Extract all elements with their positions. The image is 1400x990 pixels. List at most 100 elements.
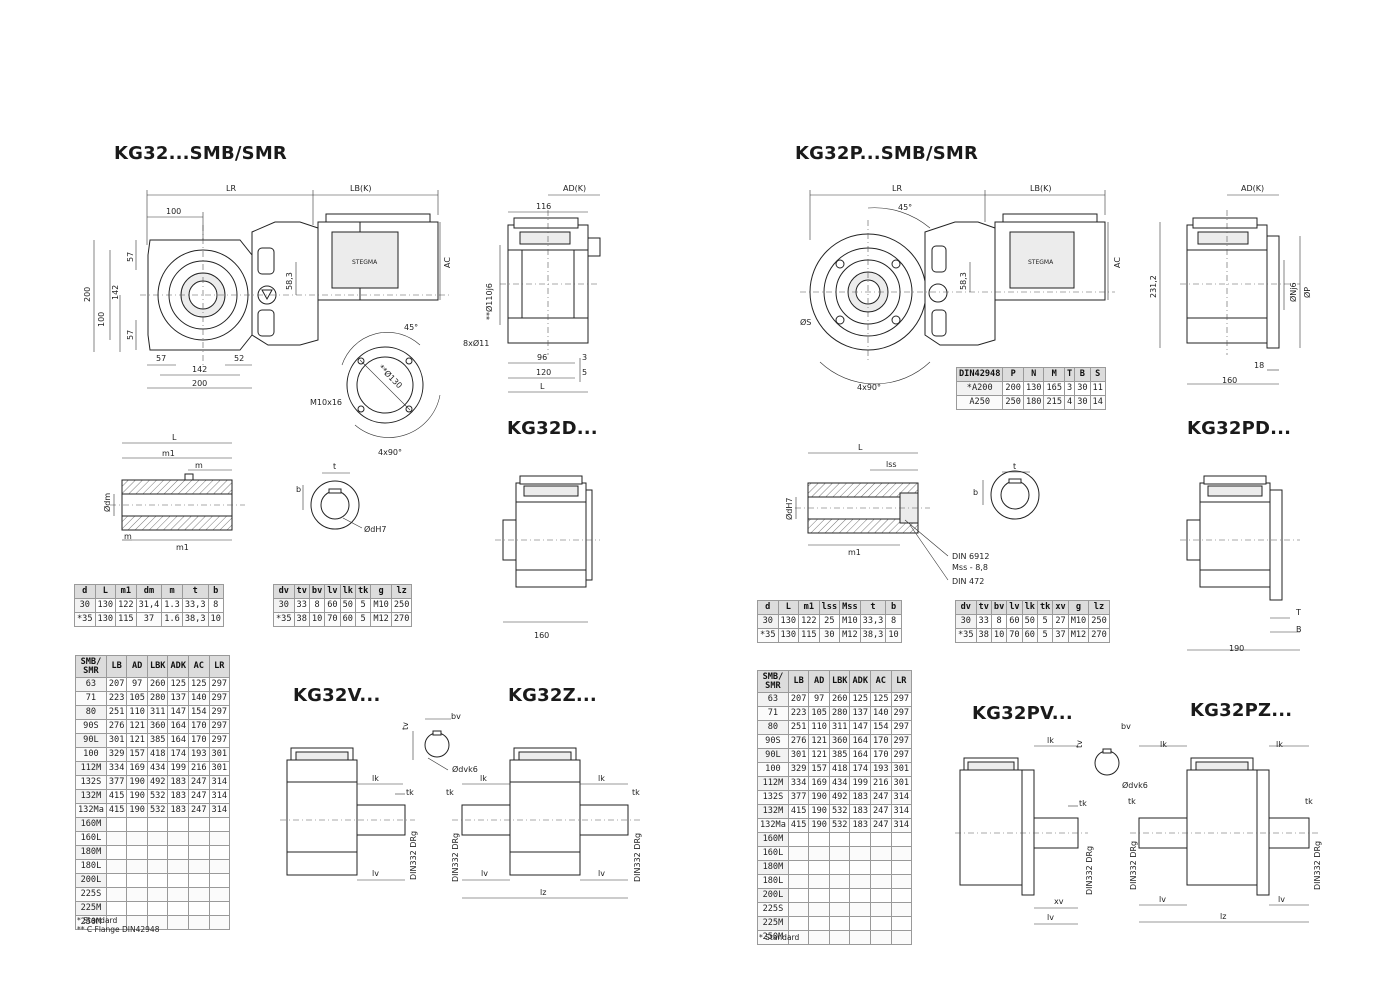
right-dimension-labels: LR LB(K) AD(K) AC 45° 58,3 ØS 4x90° 231,… bbox=[784, 184, 1322, 922]
table-cell: 130 bbox=[777, 628, 800, 643]
table-cell: 270 bbox=[1088, 628, 1110, 643]
table-cell: 38 bbox=[975, 628, 992, 643]
table-cell: 160L bbox=[75, 831, 107, 847]
table-header-cell: S bbox=[1089, 367, 1106, 382]
table-cell: 174 bbox=[849, 762, 871, 778]
table-cell: 90L bbox=[757, 748, 789, 764]
table-cell: 105 bbox=[126, 691, 148, 707]
label-z-din2: DIN332 DRg bbox=[633, 833, 642, 882]
table-cell bbox=[126, 817, 148, 833]
table-cell: 132Ma bbox=[757, 818, 789, 834]
table-cell bbox=[849, 846, 871, 862]
label-45deg: 45° bbox=[404, 323, 418, 332]
table-cell bbox=[188, 859, 210, 875]
label-hub-t: t bbox=[333, 462, 336, 471]
table-header-cell: M bbox=[1043, 367, 1065, 382]
right-hub-view bbox=[982, 470, 1040, 520]
right-front-view: STEGMA bbox=[800, 207, 1115, 385]
table-header-cell: dv bbox=[955, 600, 977, 615]
table-cell: 174 bbox=[167, 747, 189, 763]
table-cell bbox=[105, 873, 128, 889]
right-pd-view bbox=[1180, 475, 1300, 651]
table-cell: 200L bbox=[75, 873, 107, 889]
table-cell bbox=[126, 845, 148, 861]
table-cell: 334 bbox=[105, 761, 128, 777]
table-cell bbox=[870, 930, 892, 946]
label-d-160: 160 bbox=[534, 631, 549, 640]
table-cell: 8 bbox=[990, 614, 1008, 629]
label-r-ac: AC bbox=[1113, 257, 1122, 268]
table-cell: 297 bbox=[208, 733, 231, 749]
label-r-pz-tk2: tk bbox=[1305, 797, 1313, 806]
table-cell bbox=[208, 901, 231, 917]
table-cell: 1.6 bbox=[161, 612, 183, 627]
table-cell bbox=[849, 860, 871, 876]
table-cell bbox=[828, 888, 851, 904]
table-cell: 190 bbox=[808, 790, 830, 806]
label-100: 100 bbox=[166, 207, 181, 216]
table-cell: 314 bbox=[208, 775, 231, 791]
table-cell: 60 bbox=[1021, 628, 1038, 643]
table-cell: *35 bbox=[273, 612, 295, 627]
table-cell: 170 bbox=[870, 748, 892, 764]
table-cell: M10 bbox=[839, 614, 861, 629]
table-cell: 1.3 bbox=[161, 598, 183, 613]
table-cell: 190 bbox=[808, 818, 830, 834]
table-header-cell: L bbox=[94, 584, 117, 599]
table-cell: 100 bbox=[75, 747, 107, 763]
label-v-lk: lk bbox=[372, 774, 379, 783]
table-cell: 164 bbox=[167, 733, 189, 749]
right-pz-view bbox=[1130, 757, 1320, 896]
table-header-cell: Mss bbox=[839, 600, 861, 615]
label-z-din1: DIN332 DRg bbox=[451, 833, 460, 882]
table-cell: 180 bbox=[1022, 395, 1045, 410]
table-header-cell: t bbox=[859, 600, 887, 615]
table-header-cell: AD bbox=[126, 654, 148, 679]
table-header-cell: d bbox=[74, 584, 96, 599]
left-main-heading: KG32...SMB/SMR bbox=[114, 143, 287, 164]
table-cell bbox=[208, 859, 231, 875]
table-cell: 164 bbox=[849, 734, 871, 750]
table-cell: 115 bbox=[115, 612, 137, 627]
table-cell bbox=[828, 902, 851, 918]
table-cell: 190 bbox=[126, 789, 148, 805]
left-front-view: STEGMA bbox=[140, 213, 450, 365]
table-cell: 8 bbox=[207, 598, 224, 613]
label-r-4x90: 4x90° bbox=[857, 383, 881, 392]
label-v-lv: lv bbox=[372, 869, 379, 878]
table-cell: 5 bbox=[1036, 614, 1054, 629]
right-pz-heading: KG32PZ... bbox=[1190, 700, 1293, 721]
table-cell: 90L bbox=[75, 733, 107, 749]
label-110j6: **Ø110j6 bbox=[484, 283, 494, 320]
table-cell bbox=[188, 887, 210, 903]
table-cell bbox=[828, 832, 851, 848]
table-cell: 5 bbox=[354, 598, 372, 613]
table-cell bbox=[188, 831, 210, 847]
label-v-bv: bv bbox=[451, 712, 461, 721]
table-cell bbox=[870, 832, 892, 848]
table-cell: 121 bbox=[808, 734, 830, 750]
table-header-cell: lz bbox=[1088, 600, 1110, 615]
table-cell: 193 bbox=[188, 747, 210, 763]
table-cell: 225M bbox=[75, 901, 107, 917]
table-row: 180L bbox=[75, 859, 231, 875]
table-cell: 14 bbox=[1089, 395, 1106, 410]
table-header-cell: B bbox=[1074, 367, 1091, 382]
label-lbk: LB(K) bbox=[350, 184, 371, 193]
table-header-cell: t bbox=[181, 584, 209, 599]
table-cell: 418 bbox=[146, 747, 169, 763]
table-cell bbox=[208, 873, 231, 889]
table-row: 180L bbox=[757, 874, 913, 890]
table-row: 225S bbox=[75, 887, 231, 903]
table-cell: 301 bbox=[890, 776, 913, 792]
table-cell bbox=[146, 887, 169, 903]
table-header-cell: bv bbox=[990, 600, 1008, 615]
